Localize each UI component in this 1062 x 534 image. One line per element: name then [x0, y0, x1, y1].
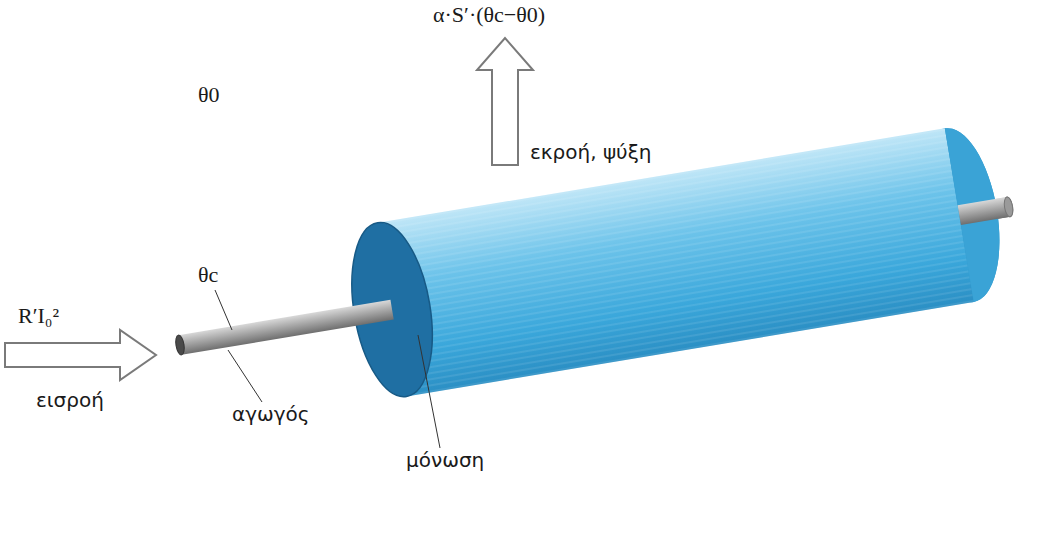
insulation-label: μόνωση	[406, 448, 484, 472]
conductor-temperature: θc	[198, 262, 218, 288]
conductor-label: αγωγός	[232, 402, 310, 426]
outflow-label: εκροή, ψύξη	[530, 140, 652, 164]
leader-line	[215, 290, 232, 330]
ambient-temperature: θ0	[198, 82, 220, 108]
outflow-arrow	[477, 38, 533, 165]
joule-power: R′I₀²	[18, 303, 59, 329]
leader-line	[228, 350, 262, 402]
inflow-arrow	[5, 330, 156, 380]
leader-line	[418, 335, 440, 448]
inflow-label: εισροή	[36, 388, 104, 412]
heat-flow-formula: α·S′·(θc−θ0)	[433, 2, 545, 28]
